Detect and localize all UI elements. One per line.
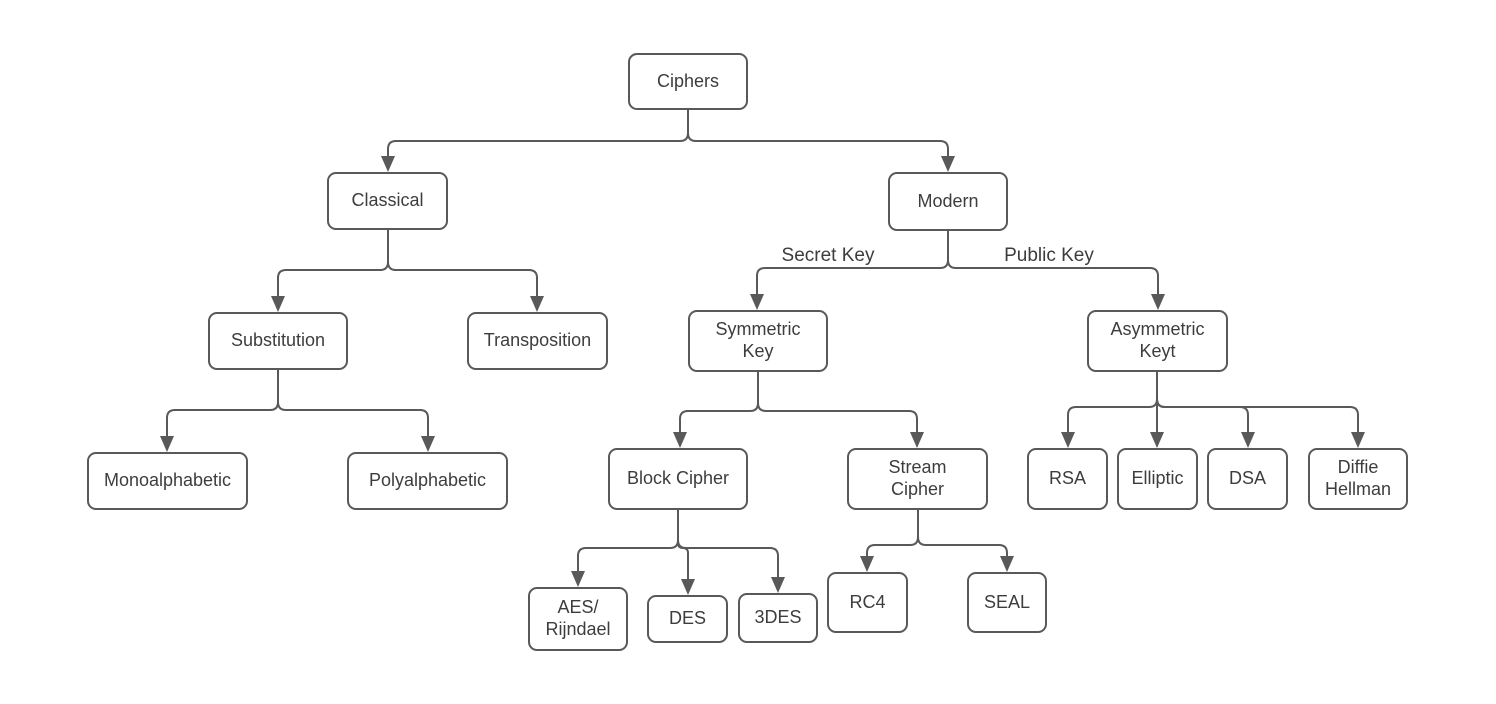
arrowhead-asymmetric: [1151, 294, 1165, 310]
node-symmetric-key-label: Symmetric Key: [715, 319, 801, 361]
node-stream-cipher: Stream Cipher: [847, 448, 988, 510]
arrowhead-monoalphabetic: [160, 436, 174, 452]
node-transposition-label: Transposition: [483, 330, 592, 351]
node-ciphers: Ciphers: [628, 53, 748, 110]
node-des-label: DES: [668, 608, 706, 629]
node-des: DES: [647, 595, 728, 643]
edge-modern-asymmetric: [947, 230, 1159, 296]
node-diffie-hellman: Diffie Hellman: [1308, 448, 1408, 510]
edge-asymmetric-dsa: [1156, 371, 1249, 434]
node-block-cipher: Block Cipher: [608, 448, 748, 510]
edge-ciphers-classical: [387, 109, 689, 158]
node-classical-label: Classical: [351, 190, 424, 211]
node-substitution-label: Substitution: [230, 330, 326, 351]
node-modern: Modern: [888, 172, 1008, 231]
node-monoalphabetic: Monoalphabetic: [87, 452, 248, 510]
arrowhead-3des: [771, 577, 785, 593]
node-aes-rijndael-label: AES/ Rijndael: [545, 597, 611, 639]
node-dsa: DSA: [1207, 448, 1288, 510]
node-polyalphabetic: Polyalphabetic: [347, 452, 508, 510]
node-block-cipher-label: Block Cipher: [626, 468, 730, 489]
arrowhead-substitution: [271, 296, 285, 312]
edge-symmetric-block: [679, 371, 759, 434]
arrowhead-modern: [941, 156, 955, 172]
arrowhead-dsa: [1241, 432, 1255, 448]
edge-block-3des: [677, 509, 779, 579]
node-monoalphabetic-label: Monoalphabetic: [103, 470, 232, 491]
arrowhead-rsa: [1061, 432, 1075, 448]
arrowhead-transposition: [530, 296, 544, 312]
node-rsa-label: RSA: [1048, 468, 1086, 489]
node-3des-label: 3DES: [754, 607, 802, 628]
edge-ciphers-modern: [687, 109, 949, 158]
node-3des: 3DES: [738, 593, 818, 643]
edge-substitution-monoalphabetic: [166, 369, 279, 438]
arrowhead-stream: [910, 432, 924, 448]
arrowhead-symmetric: [750, 294, 764, 310]
edge-classical-transposition: [387, 229, 538, 298]
arrowhead-polyalphabetic: [421, 436, 435, 452]
edge-stream-seal: [917, 509, 1008, 558]
arrowhead-classical: [381, 156, 395, 172]
edge-classical-substitution: [277, 229, 389, 298]
edge-label-secret-key: Secret Key: [768, 245, 888, 267]
arrowhead-rc4: [860, 556, 874, 572]
node-seal-label: SEAL: [983, 591, 1031, 612]
node-symmetric-key: Symmetric Key: [688, 310, 828, 372]
node-substitution: Substitution: [208, 312, 348, 370]
node-asymmetric-key: Asymmetric Keyt: [1087, 310, 1228, 372]
edge-asymmetric-rsa: [1067, 371, 1158, 434]
node-elliptic: Elliptic: [1117, 448, 1198, 510]
node-seal: SEAL: [967, 572, 1047, 633]
node-stream-cipher-label: Stream Cipher: [888, 457, 947, 499]
node-transposition: Transposition: [467, 312, 608, 370]
arrowhead-seal: [1000, 556, 1014, 572]
node-rsa: RSA: [1027, 448, 1108, 510]
node-dsa-label: DSA: [1228, 468, 1266, 489]
node-polyalphabetic-label: Polyalphabetic: [368, 470, 487, 491]
node-elliptic-label: Elliptic: [1131, 468, 1184, 489]
edge-label-public-key: Public Key: [989, 245, 1109, 267]
arrowhead-diffie: [1351, 432, 1365, 448]
node-diffie-hellman-label: Diffie Hellman: [1324, 457, 1392, 499]
arrowhead-block: [673, 432, 687, 448]
edge-substitution-polyalphabetic: [277, 369, 429, 438]
node-aes-rijndael: AES/ Rijndael: [528, 587, 628, 651]
edge-stream-rc4: [866, 509, 919, 558]
node-classical: Classical: [327, 172, 448, 230]
node-modern-label: Modern: [917, 190, 979, 211]
edge-symmetric-stream: [757, 371, 918, 434]
arrowhead-aes: [571, 571, 585, 587]
arrowhead-des: [681, 579, 695, 595]
node-rc4: RC4: [827, 572, 908, 633]
node-asymmetric-key-label: Asymmetric Keyt: [1110, 319, 1205, 361]
node-ciphers-label: Ciphers: [656, 70, 720, 91]
node-rc4-label: RC4: [849, 591, 886, 612]
edge-block-aes: [577, 509, 679, 573]
edge-asymmetric-diffie: [1156, 371, 1359, 434]
arrowhead-elliptic: [1150, 432, 1164, 448]
